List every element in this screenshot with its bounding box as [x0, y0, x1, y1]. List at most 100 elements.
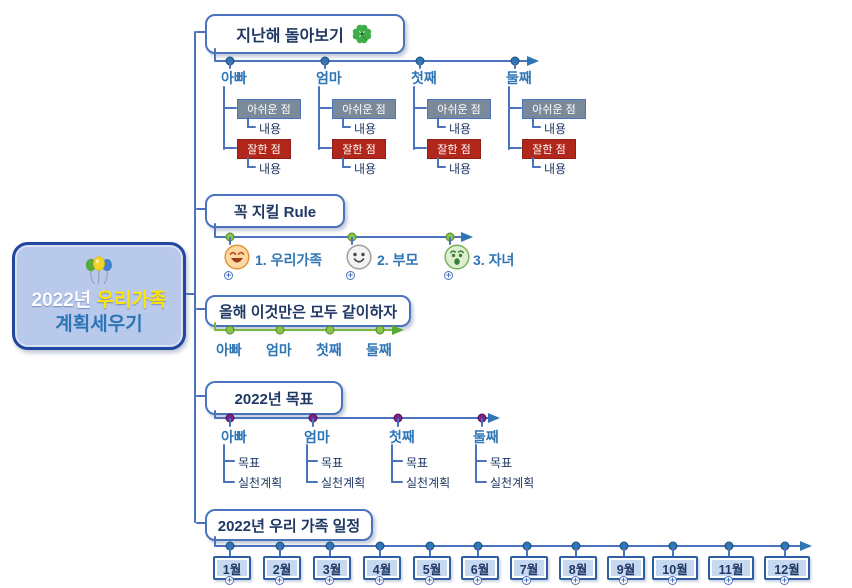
root-title-line2: 계획세우기: [55, 314, 143, 335]
rules-child-family[interactable]: 1. 우리가족: [255, 252, 323, 268]
review-first-good-detail[interactable]: 내용: [449, 162, 472, 176]
dot-stub: [351, 237, 353, 245]
goals-mom-goal[interactable]: 목표: [321, 456, 344, 470]
together-child-second[interactable]: 둘째: [366, 342, 392, 358]
column-line: [306, 444, 308, 483]
goals-second-plan[interactable]: 실천계획: [490, 476, 535, 490]
connector-dot: [275, 325, 285, 335]
review-mom-weak-detail[interactable]: 내용: [354, 122, 377, 136]
dot-stub: [229, 546, 231, 557]
goals-row-arrow: [488, 413, 500, 423]
goals-first-goal[interactable]: 목표: [406, 456, 429, 470]
good-label: 잘한 점: [247, 144, 281, 156]
goals-child-first[interactable]: 첫째: [389, 429, 415, 445]
elbow: [342, 126, 351, 128]
review-dad-good-detail[interactable]: 내용: [259, 162, 282, 176]
review-child-second[interactable]: 둘째: [506, 70, 532, 86]
plus-expand-icon[interactable]: [571, 576, 580, 585]
goals-mom-plan[interactable]: 실천계획: [321, 476, 366, 490]
root-node[interactable]: 2022년 우리가족 계획세우기: [12, 242, 186, 350]
review-mom-weak-node[interactable]: 아쉬운 점: [332, 99, 396, 119]
rules-row-line: [215, 236, 462, 238]
review-child-dad[interactable]: 아빠: [221, 70, 247, 86]
plus-expand-icon[interactable]: [346, 271, 355, 280]
elbow: [437, 157, 439, 168]
good-label: 잘한 점: [532, 144, 566, 156]
rules-child-children[interactable]: 3. 자녀: [473, 252, 515, 268]
elbow: [223, 147, 237, 149]
elbow: [391, 481, 403, 483]
elbow: [247, 157, 249, 168]
review-second-weak-node[interactable]: 아쉬운 점: [522, 99, 586, 119]
branch-goals-node[interactable]: 2022년 목표: [205, 381, 343, 415]
branch-together-title: 올해 이것만은 모두 같이하자: [218, 303, 398, 321]
dot-stub: [329, 546, 331, 557]
review-child-first[interactable]: 첫째: [411, 70, 437, 86]
together-child-dad[interactable]: 아빠: [216, 342, 242, 358]
review-mom-good-node[interactable]: 잘한 점: [332, 139, 386, 159]
plus-expand-icon[interactable]: [724, 576, 733, 585]
dot-stub: [324, 61, 326, 69]
review-mom-good-detail[interactable]: 내용: [354, 162, 377, 176]
goals-child-second[interactable]: 둘째: [473, 429, 499, 445]
month-node-jan[interactable]: 1월: [213, 556, 251, 580]
goals-first-plan[interactable]: 실천계획: [406, 476, 451, 490]
review-second-good-node[interactable]: 잘한 점: [522, 139, 576, 159]
branch-review-node[interactable]: 지난해 돌아보기: [205, 14, 405, 54]
plus-expand-icon[interactable]: [425, 576, 434, 585]
review-child-mom[interactable]: 엄마: [316, 70, 342, 86]
spine-stub-review: [196, 31, 206, 33]
plus-expand-icon[interactable]: [780, 576, 789, 585]
review-second-weak-detail[interactable]: 내용: [544, 122, 567, 136]
review-first-weak-detail[interactable]: 내용: [449, 122, 472, 136]
surprised-face-icon: [444, 244, 470, 270]
good-label: 잘한 점: [342, 144, 376, 156]
goals-child-dad[interactable]: 아빠: [221, 429, 247, 445]
plus-expand-icon[interactable]: [444, 271, 453, 280]
together-child-first[interactable]: 첫째: [316, 342, 342, 358]
branch-rules-node[interactable]: 꼭 지킬 Rule: [205, 194, 345, 228]
together-child-mom[interactable]: 엄마: [266, 342, 292, 358]
goals-second-goal[interactable]: 목표: [490, 456, 513, 470]
branch-together-node[interactable]: 올해 이것만은 모두 같이하자: [205, 295, 411, 327]
plus-expand-icon[interactable]: [522, 576, 531, 585]
review-dad-good-node[interactable]: 잘한 점: [237, 139, 291, 159]
plus-expand-icon[interactable]: [224, 271, 233, 280]
dot-stub: [229, 61, 231, 69]
review-second-good-detail[interactable]: 내용: [544, 162, 567, 176]
elbow: [342, 157, 344, 168]
schedule-row-arrow: [800, 541, 812, 551]
elbow: [342, 166, 351, 168]
goals-child-mom[interactable]: 엄마: [304, 429, 330, 445]
goals-dad-goal[interactable]: 목표: [238, 456, 261, 470]
rules-child-parents[interactable]: 2. 부모: [377, 252, 419, 268]
plus-expand-icon[interactable]: [668, 576, 677, 585]
weak-label: 아쉬운 점: [532, 104, 576, 116]
plus-expand-icon[interactable]: [225, 576, 234, 585]
review-first-good-node[interactable]: 잘한 점: [427, 139, 481, 159]
elbow: [247, 117, 249, 128]
column-line: [318, 86, 320, 150]
root-title-line1: 2022년 우리가족: [32, 289, 167, 313]
column-line: [413, 86, 415, 150]
four-leaf-clover-icon: [352, 24, 371, 44]
column-line: [475, 444, 477, 483]
review-dad-weak-node[interactable]: 아쉬운 점: [237, 99, 301, 119]
review-first-weak-node[interactable]: 아쉬운 점: [427, 99, 491, 119]
branch-schedule-node[interactable]: 2022년 우리 가족 일정: [205, 509, 373, 541]
rules-row-arrow: [461, 232, 473, 242]
plus-expand-icon[interactable]: [325, 576, 334, 585]
elbow: [223, 460, 235, 462]
plus-expand-icon[interactable]: [473, 576, 482, 585]
together-row-line: [215, 329, 393, 331]
goals-dad-plan[interactable]: 실천계획: [238, 476, 283, 490]
elbow: [532, 117, 534, 128]
review-dad-weak-detail[interactable]: 내용: [259, 122, 282, 136]
elbow: [437, 166, 446, 168]
dot-stub: [728, 546, 730, 557]
plus-expand-icon[interactable]: [375, 576, 384, 585]
dot-stub: [397, 418, 399, 427]
plus-expand-icon[interactable]: [275, 576, 284, 585]
plus-expand-icon[interactable]: [619, 576, 628, 585]
